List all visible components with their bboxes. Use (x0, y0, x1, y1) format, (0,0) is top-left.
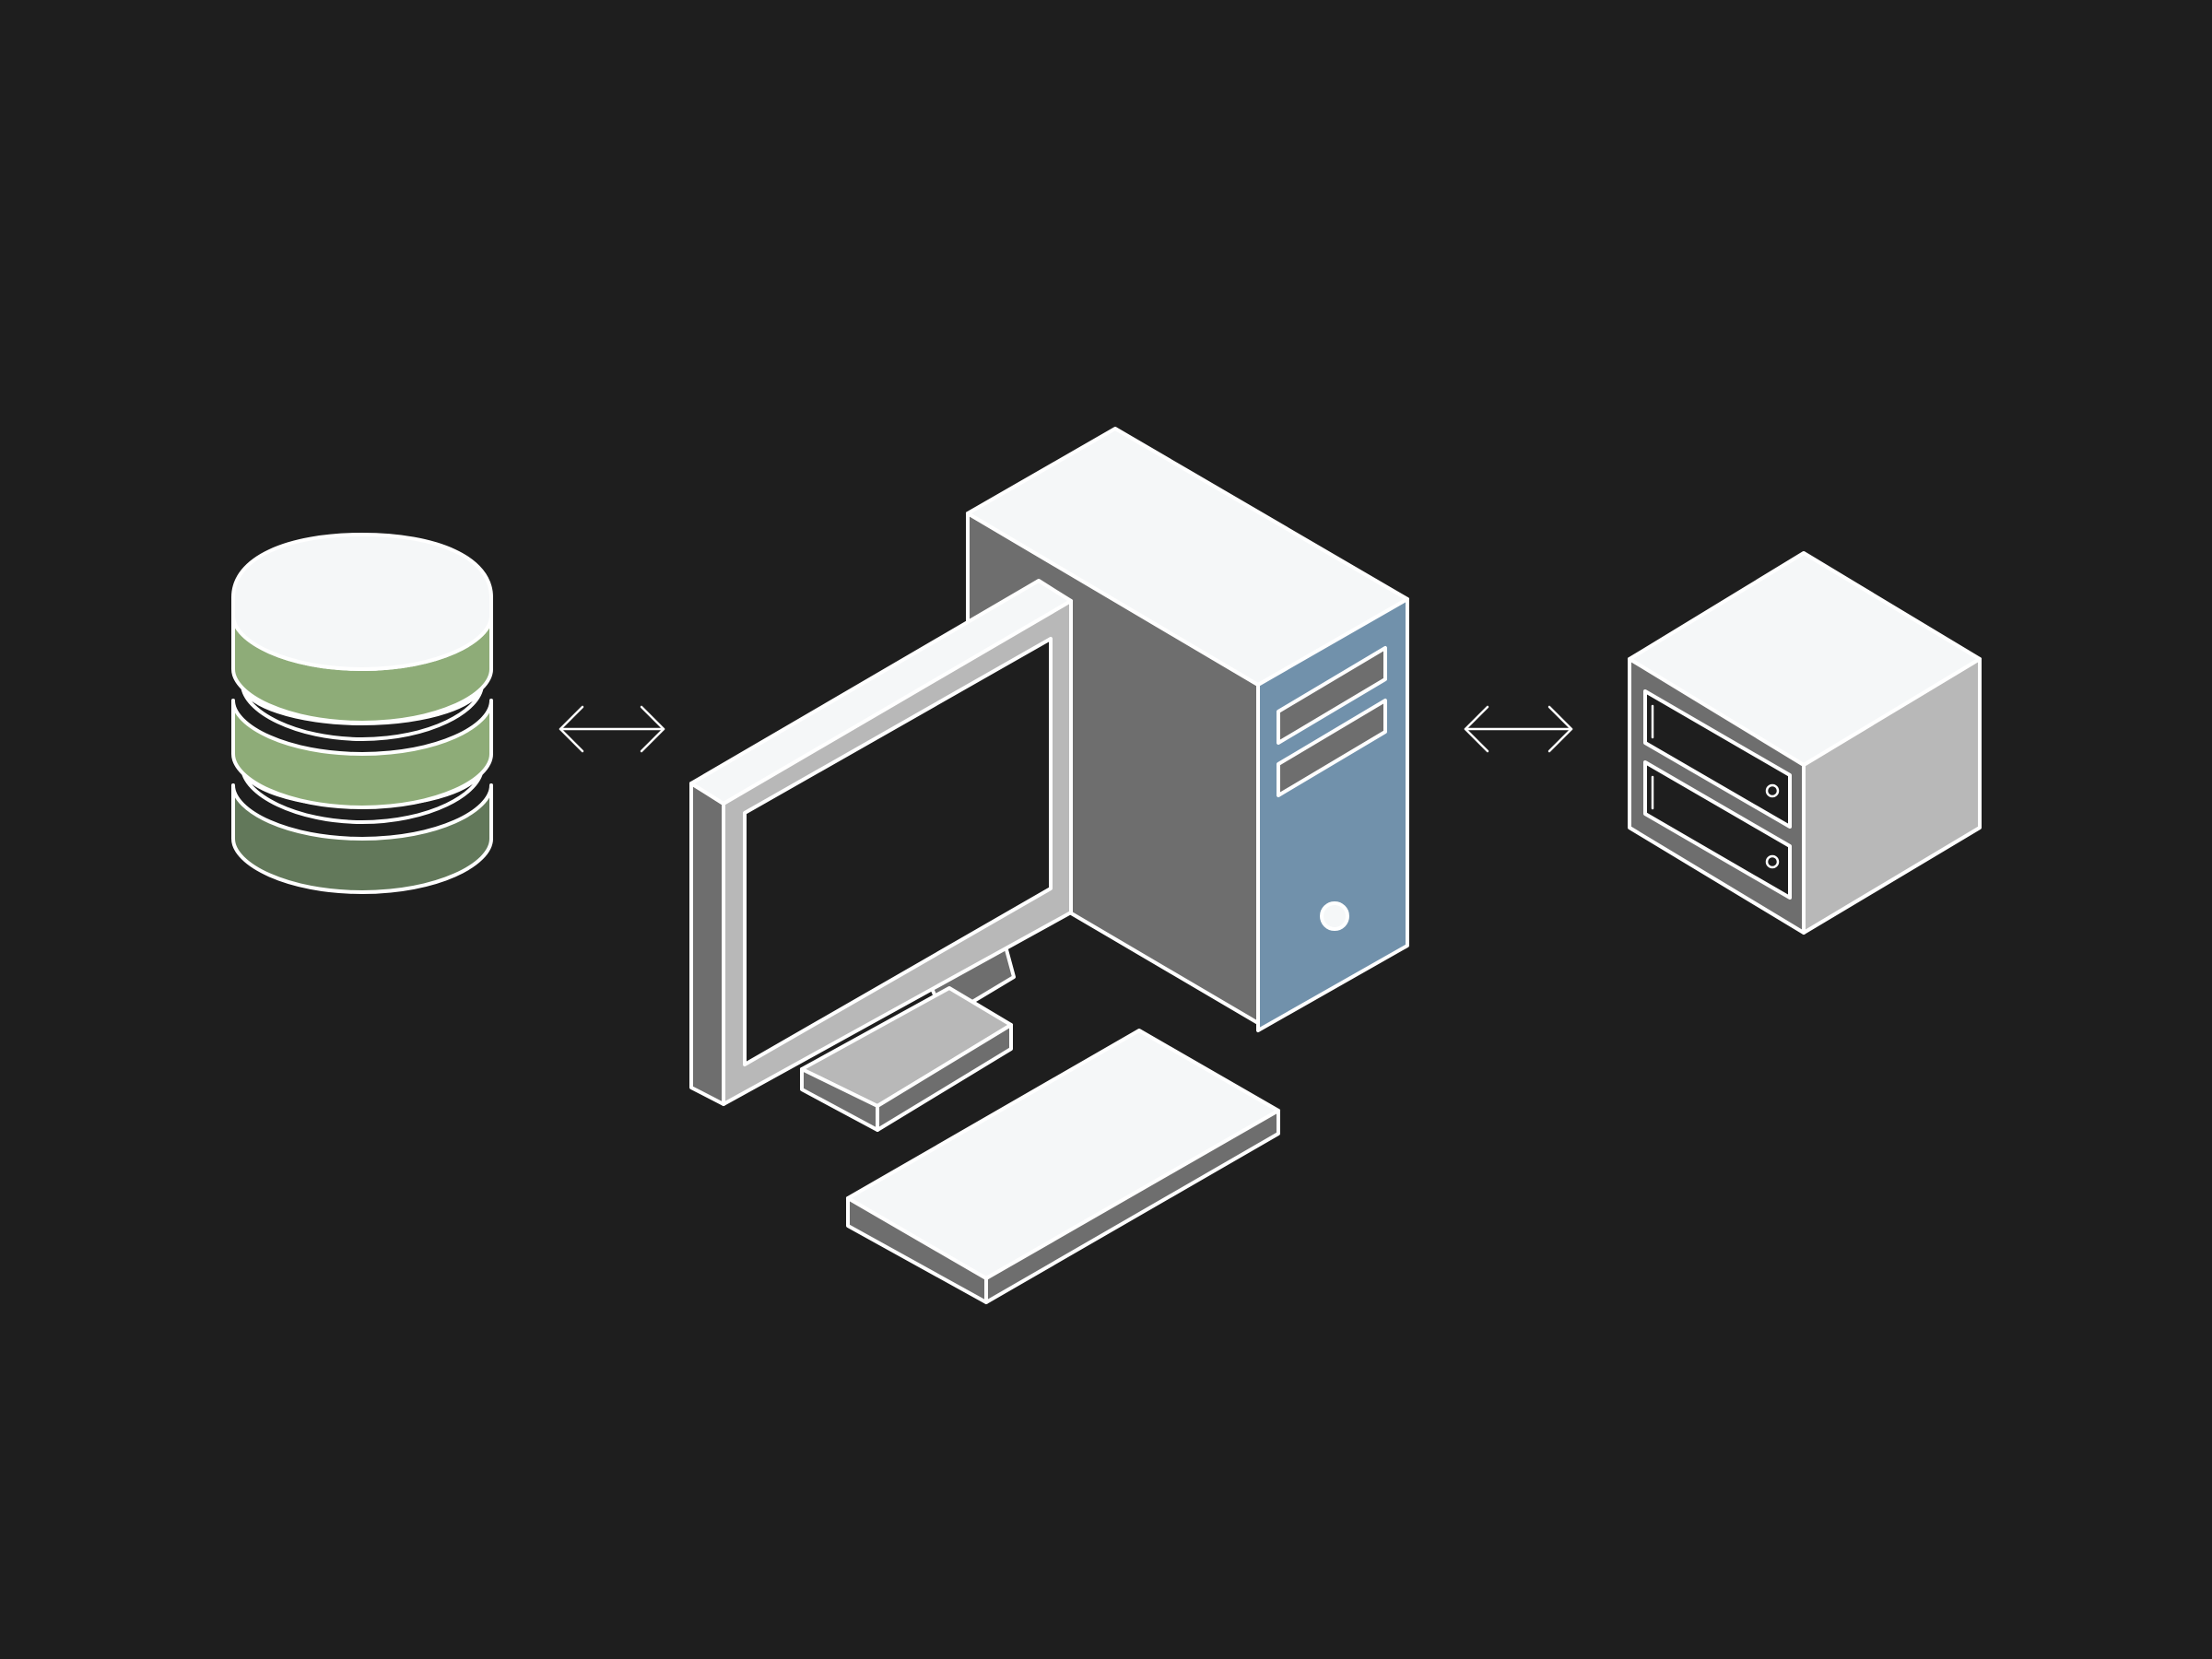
bidirectional-arrow-icon (559, 705, 665, 753)
desktop-computer-icon (689, 427, 1409, 1304)
server-icon (1628, 551, 1982, 935)
monitor (689, 579, 1073, 1132)
keyboard (846, 1029, 1280, 1304)
database-icon (231, 533, 493, 894)
bidirectional-arrow-icon (1464, 705, 1573, 753)
